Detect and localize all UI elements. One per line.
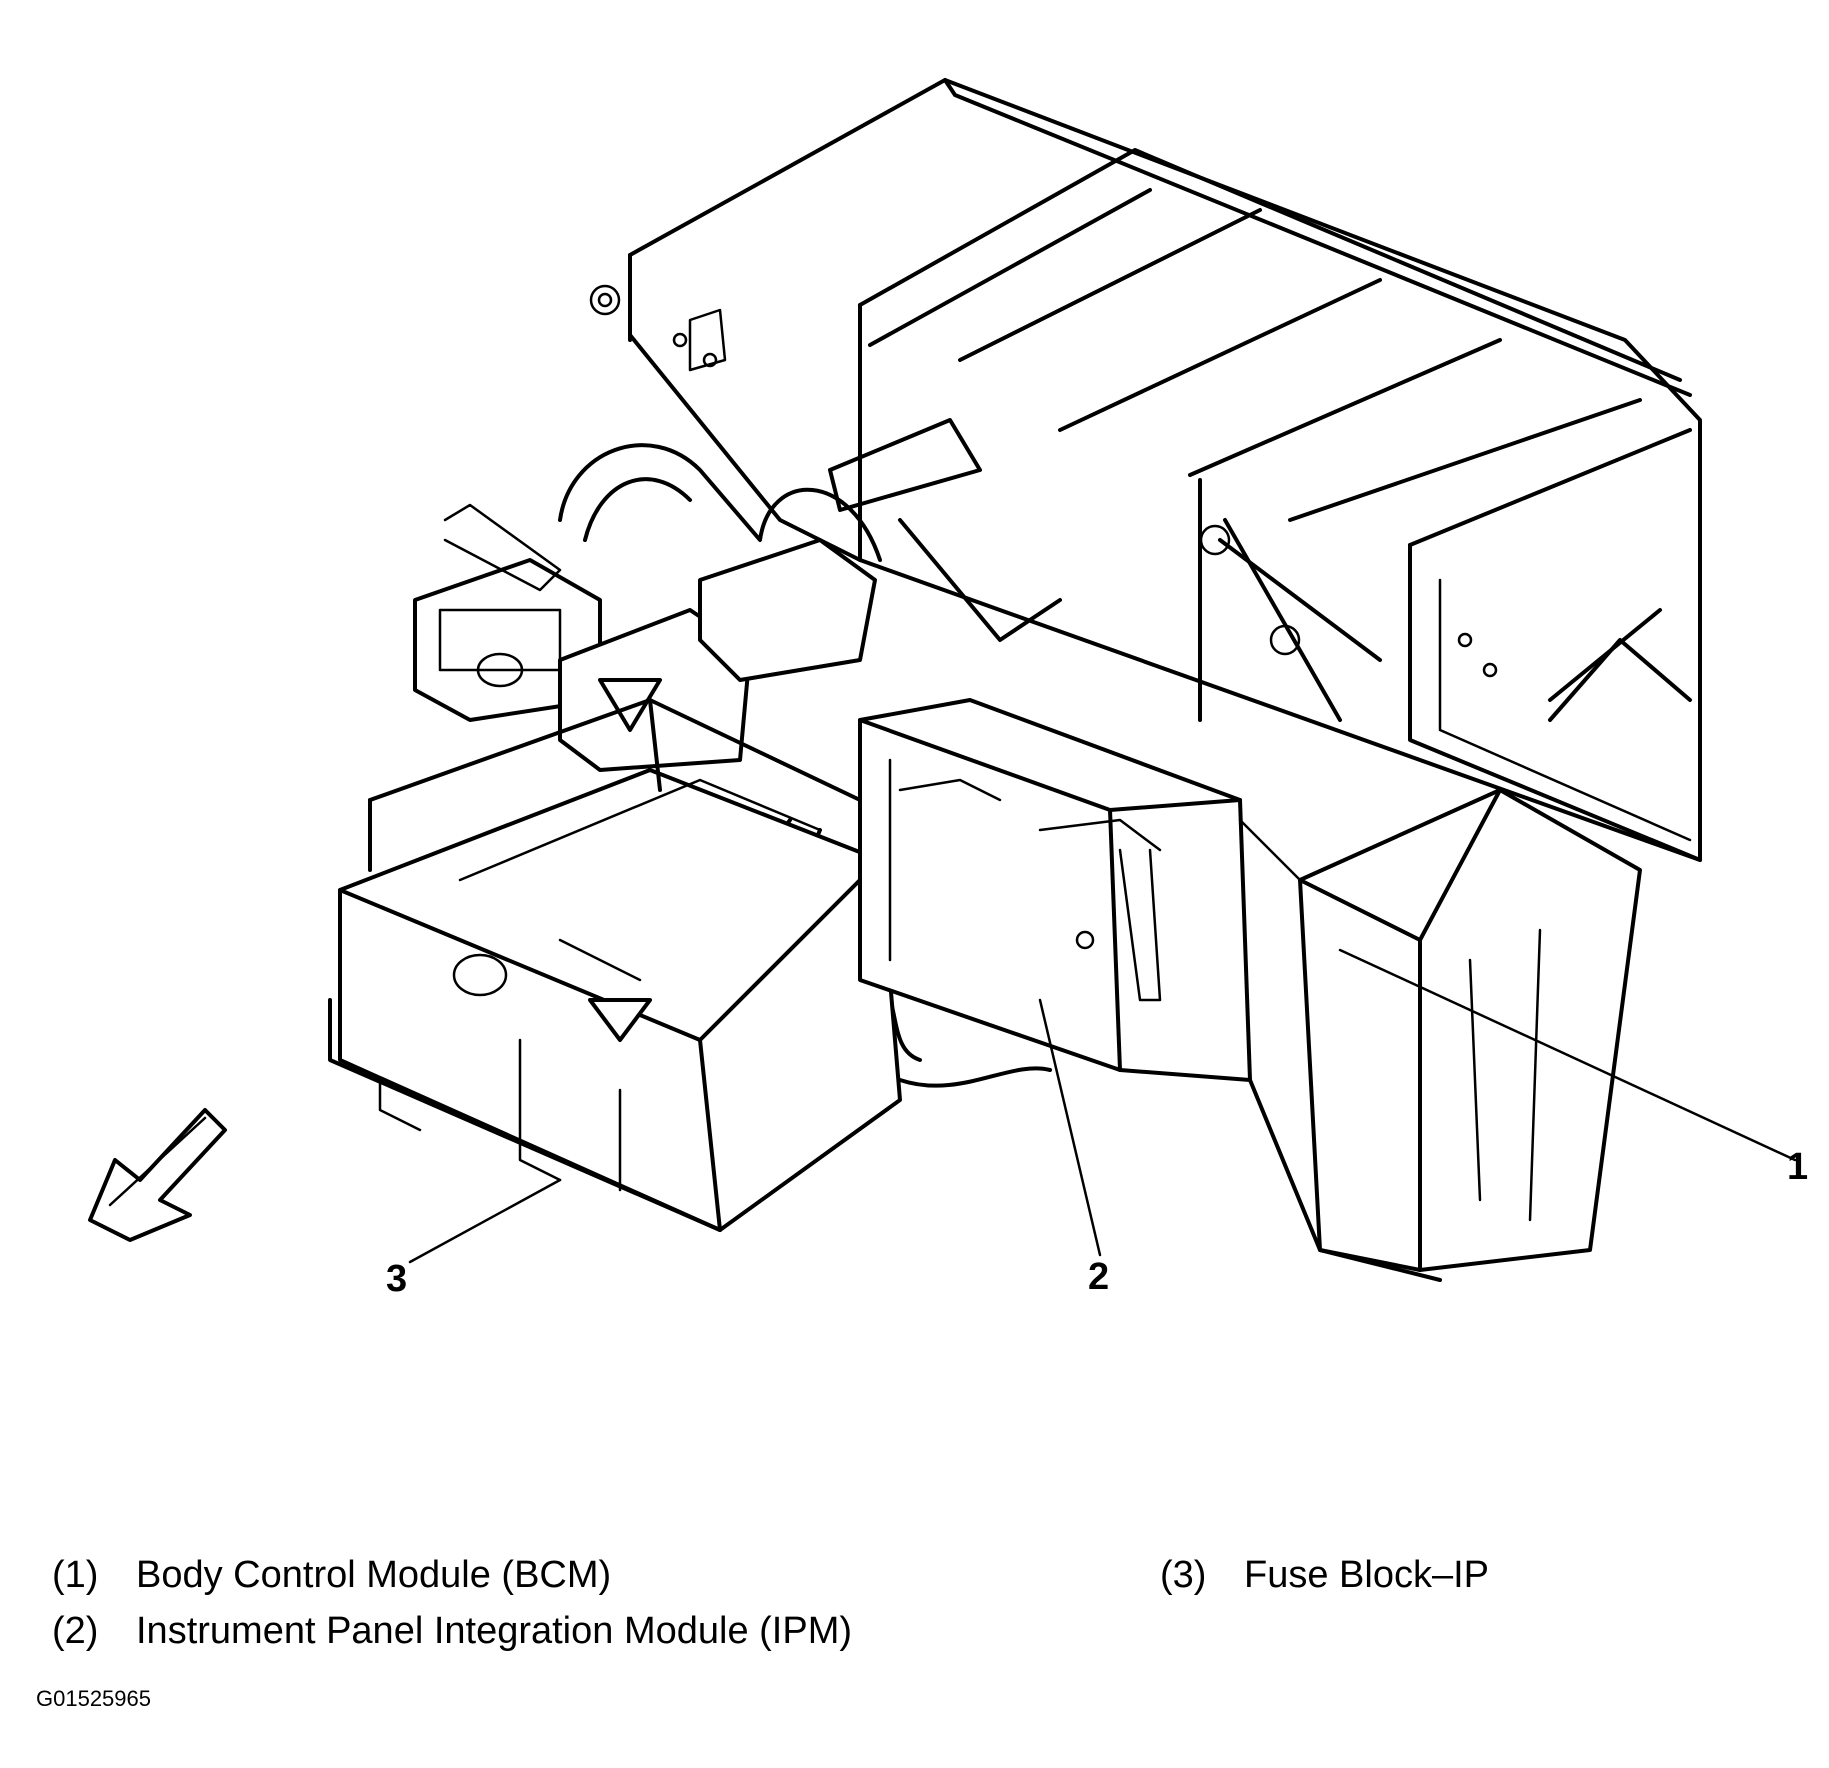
fuse-block-ip-drawing — [328, 698, 902, 1232]
legend-number: (3) — [1160, 1554, 1207, 1596]
callout-3: 3 — [386, 1258, 408, 1300]
legend-text: Instrument Panel Integration Module (IPM… — [136, 1610, 853, 1652]
bcm-module-drawing — [1238, 788, 1642, 1282]
legend-text: Fuse Block–IP — [1244, 1554, 1489, 1596]
hvac-housing-drawing — [589, 78, 1702, 862]
leader-line-3 — [408, 1178, 562, 1264]
ipm-module-drawing — [858, 698, 1252, 1082]
legend-number: (1) — [52, 1554, 99, 1596]
figure-id: G01525965 — [36, 1686, 151, 1711]
legend-item-2: (2) Instrument Panel Integration Module (… — [52, 1612, 852, 1650]
callout-1: 1 — [1787, 1146, 1809, 1188]
legend-number: (2) — [52, 1610, 99, 1652]
leader-line-2 — [1038, 998, 1102, 1257]
legend-item-1: (1) Body Control Module (BCM) — [52, 1556, 611, 1594]
legend-text: Body Control Module (BCM) — [136, 1554, 612, 1596]
forward-direction-arrow-icon — [88, 1108, 227, 1242]
legend-item-3: (3) Fuse Block–IP — [1160, 1556, 1489, 1594]
leader-line-1 — [1338, 948, 1797, 1162]
callout-2: 2 — [1088, 1256, 1110, 1298]
